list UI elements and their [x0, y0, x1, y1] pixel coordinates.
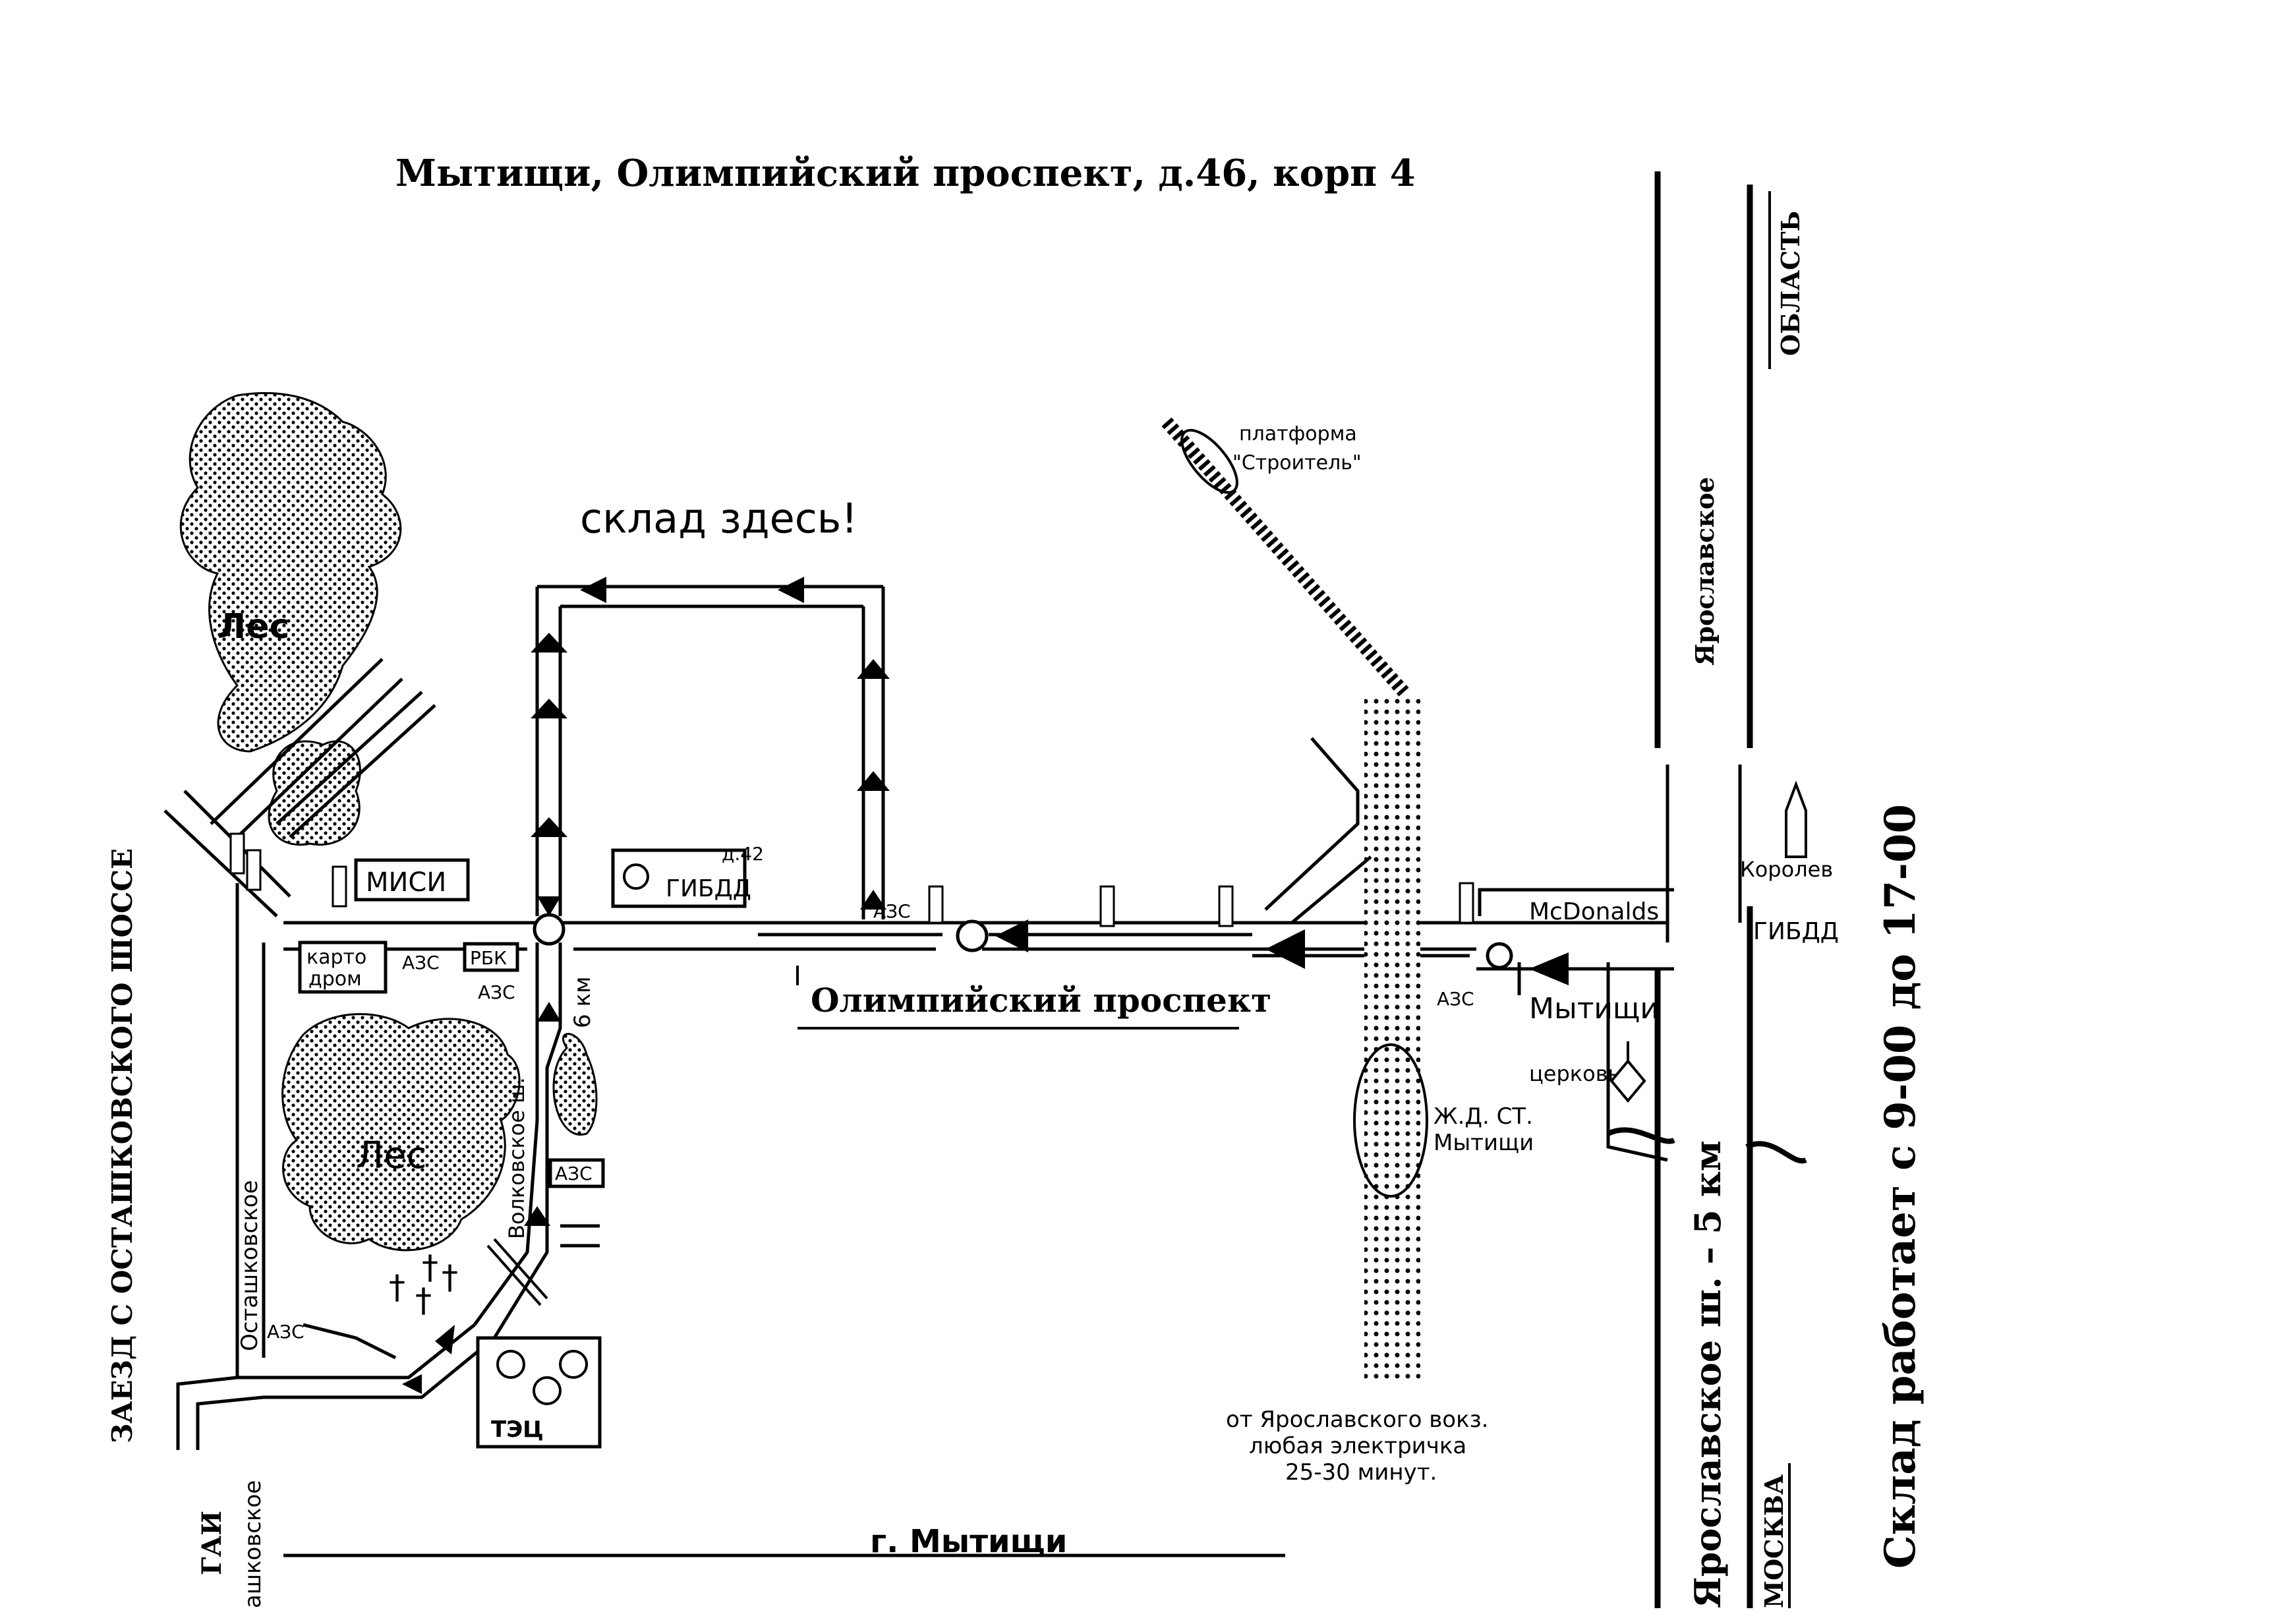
tec-label: ТЭЦ [491, 1416, 544, 1443]
azs-label: АЗС [402, 952, 440, 973]
gibdd-box [611, 848, 747, 908]
roundabout-west [533, 913, 565, 946]
forest-bottom-label: Лес [356, 1134, 426, 1177]
d42-label: д.42 [722, 843, 764, 865]
yaroslavskoe-5km-label: Ярославское ш. – 5 км [1687, 1140, 1729, 1608]
forest-top [179, 392, 402, 753]
misi-label: МИСИ [366, 867, 446, 898]
side-road-label: ЗАЕЗД С ОСТАШКОВСКОГО ШОССЕ [106, 848, 138, 1443]
hours-label: Склад работает с 9-00 до 17-00 [1876, 804, 1925, 1569]
city-label: г. Мытищи [870, 1523, 1067, 1560]
river-left [1607, 1127, 1675, 1144]
volkovskoe-label: Волковское ш. [504, 1077, 529, 1239]
azs-label: АЗС [267, 1321, 304, 1343]
mytishchi-label: Мытищи [1529, 992, 1659, 1026]
azs-label: АЗС [478, 981, 515, 1003]
oblast-label: ОБЛАСТЬ [1776, 211, 1805, 356]
train-info-1: от Ярославского вокз. [1226, 1406, 1489, 1433]
mcdonalds-label: McDonalds [1529, 898, 1659, 925]
station-label-1: Ж.Д. СТ. [1434, 1103, 1533, 1130]
station-mytishchi [1353, 1043, 1428, 1198]
ostashkovskoe-label: Осташковское [237, 1180, 263, 1351]
misi-box [354, 858, 470, 902]
small-forest-right [552, 1033, 598, 1136]
gibdd-label: ГИБДД [666, 875, 751, 902]
warehouse-note: склад здесь! [580, 494, 857, 542]
map-title: Мытищи, Олимпийский проспект, д.46, корп… [395, 152, 1416, 195]
railway-main [1364, 699, 1420, 1384]
azs-label: АЗС [1437, 988, 1474, 1010]
kartodrom-box [298, 941, 388, 994]
platform-stroitel [1180, 428, 1238, 494]
km6-label: 6 км [569, 976, 596, 1028]
cemetery-icon: † [442, 1258, 458, 1296]
forest-bottom [281, 1013, 521, 1252]
olympic-label: Олимпийский проспект [811, 981, 1271, 1020]
kartodrom-label-1: карто [306, 946, 366, 969]
tec-box [476, 1336, 602, 1449]
church-label: церковь [1529, 1061, 1620, 1086]
platform-label-1: платформа [1239, 422, 1357, 446]
kartodrom-label-2: дром [308, 968, 362, 991]
rbk-label: РБК [470, 947, 507, 969]
yaroslavskoe-top-label: Ярославское [1690, 477, 1720, 666]
train-info-2: любая электричка [1249, 1433, 1466, 1459]
train-info-3: 25-30 минут. [1285, 1459, 1437, 1486]
azs-box [548, 1158, 605, 1188]
gai-label: ГАИ [196, 1511, 227, 1575]
moskva-label: МОСКВА [1759, 1474, 1789, 1608]
forest-top-label: Лес [217, 607, 289, 647]
route-arrow-icon [402, 577, 1569, 1394]
river-right [1745, 1141, 1807, 1164]
traffic-light-icon [229, 832, 1474, 927]
korolev-label: Королев [1740, 857, 1833, 882]
cemetery-icon: † [389, 1268, 405, 1306]
ostashkovskoe-2-label: ашковское [240, 1480, 266, 1608]
roundabout-east [1486, 942, 1513, 970]
gibdd-right-label: ГИБДД [1753, 918, 1839, 945]
cemetery-icon: † [422, 1248, 438, 1287]
roundabout-middle [956, 919, 989, 952]
platform-label-2: "Строитель" [1232, 451, 1362, 475]
rail-crossing [486, 1238, 548, 1306]
azs-label: АЗС [555, 1163, 593, 1184]
rocket-icon [1785, 780, 1807, 858]
cemetery-icon: † [415, 1281, 432, 1320]
church-icon [1609, 1058, 1646, 1103]
rbk-box [463, 942, 519, 972]
station-label-2: Мытищи [1434, 1130, 1534, 1156]
